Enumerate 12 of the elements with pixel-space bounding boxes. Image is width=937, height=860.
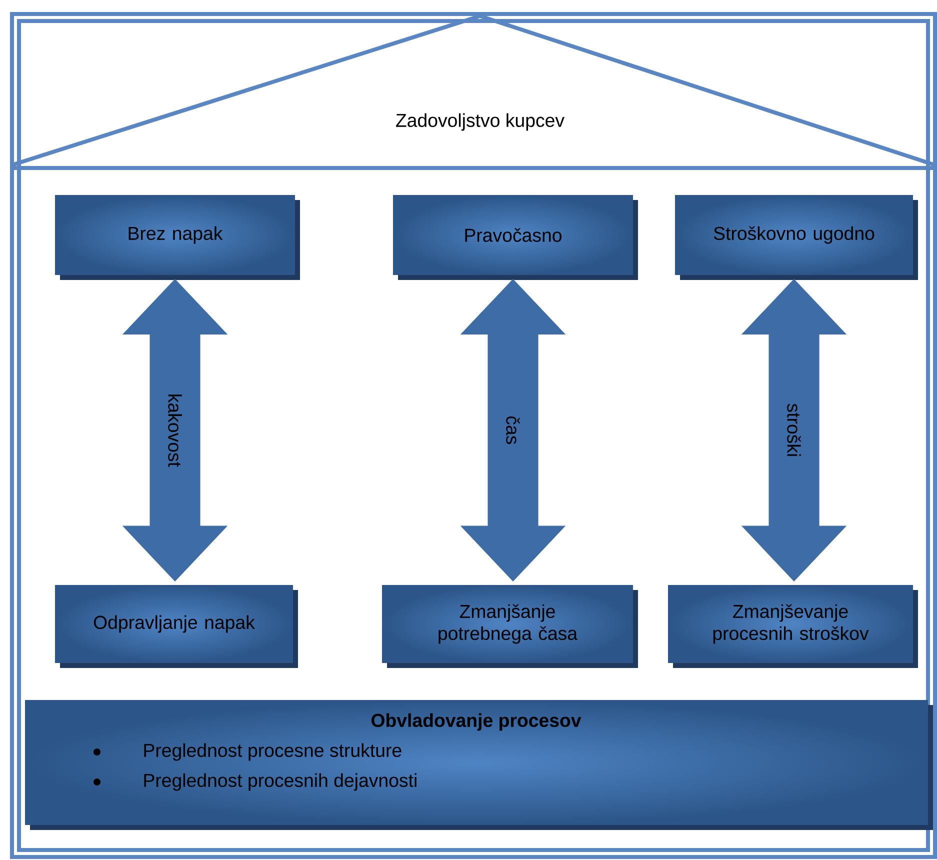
bullet-item: Preglednost procesnih dejavnosti bbox=[144, 773, 416, 791]
process-box: Zmanjšanje potrebnega časa bbox=[382, 585, 638, 668]
edge-label: kakovost bbox=[168, 394, 182, 467]
process-box: Pravočasno bbox=[393, 195, 638, 280]
process-box: Brez napak bbox=[55, 195, 300, 280]
process-box: Stroškovno ugodno bbox=[675, 195, 918, 280]
bullet-item: Preglednost procesne strukture bbox=[144, 743, 402, 761]
edge-label: stroški bbox=[787, 404, 801, 456]
process-box: Zmanjševanje procesnih stroškov bbox=[668, 585, 918, 668]
process-box: Odpravljanje napak bbox=[55, 585, 298, 668]
heading: Obvladovanje procesov bbox=[371, 713, 582, 731]
edge-label: čas bbox=[506, 416, 520, 444]
